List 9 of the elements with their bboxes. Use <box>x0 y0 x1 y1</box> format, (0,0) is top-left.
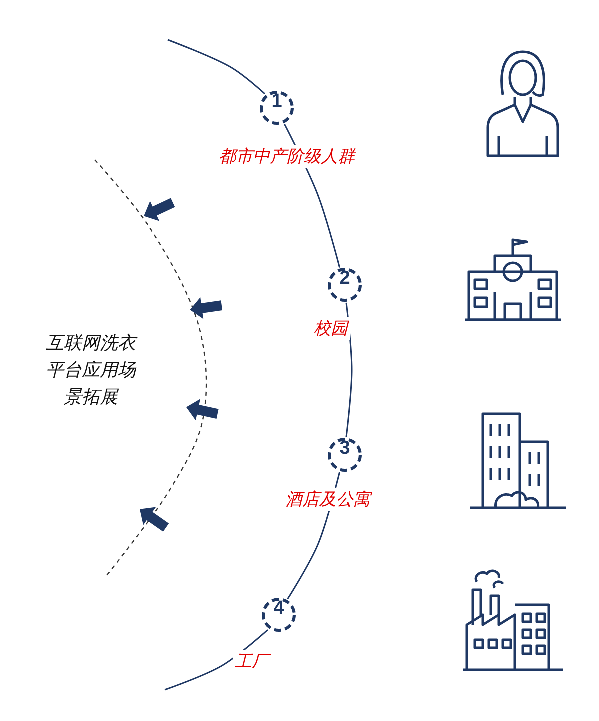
scenario-label: 校园 <box>312 317 350 340</box>
arc-line <box>346 302 353 438</box>
scenario-label: 酒店及公寓 <box>284 488 372 511</box>
number-circle: 3 <box>328 438 362 472</box>
number-circle: 1 <box>260 91 294 125</box>
number-circle: 2 <box>328 268 362 302</box>
number-circle: 4 <box>262 598 296 632</box>
scenario-label: 都市中产阶级人群 <box>217 145 357 168</box>
center-title: 互联网洗衣平台应用场景拓展 <box>45 332 137 410</box>
